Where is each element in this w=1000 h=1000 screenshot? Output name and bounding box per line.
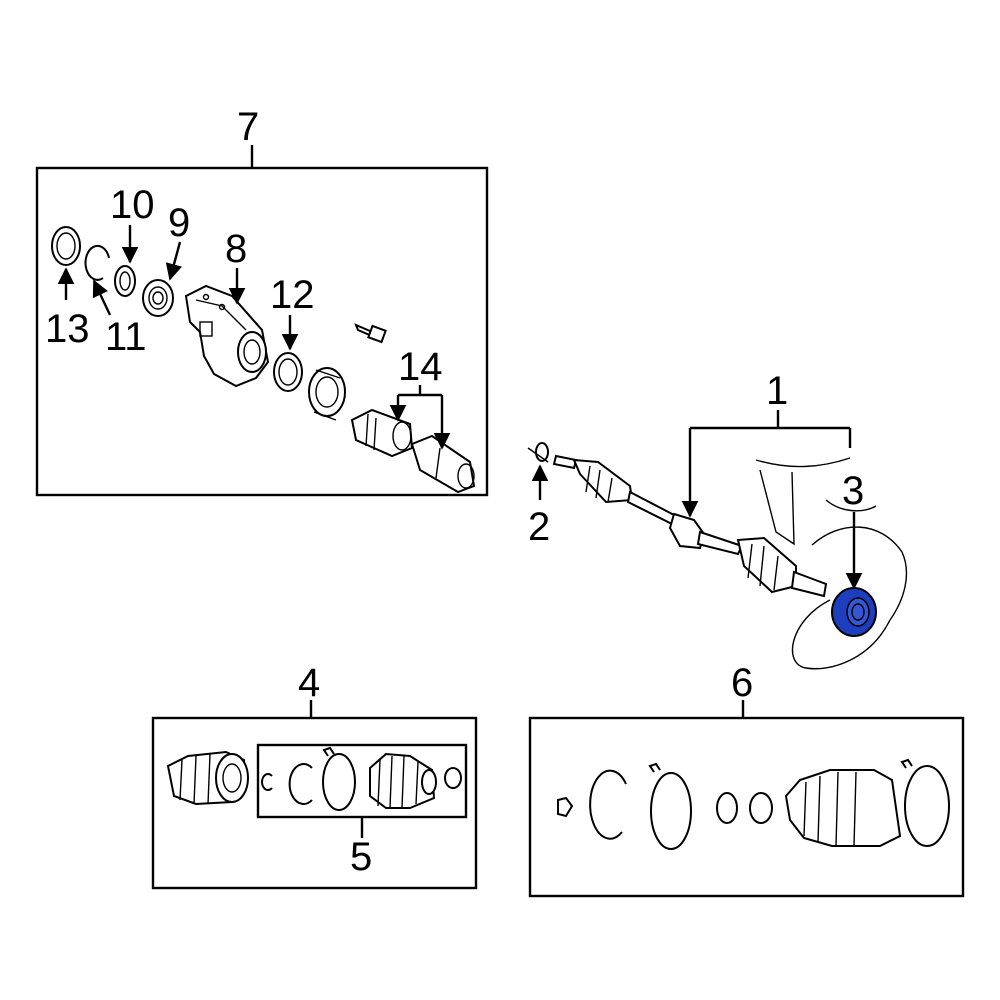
callout-6[interactable]: 6 xyxy=(731,661,753,705)
leader-9 xyxy=(165,241,183,281)
outer-joint-4[interactable] xyxy=(166,750,249,806)
group-box-5 xyxy=(256,743,468,838)
axle-shaft-1[interactable] xyxy=(552,454,828,598)
group-box-7 xyxy=(35,145,489,497)
circlip-10[interactable] xyxy=(114,265,136,297)
ring-12[interactable] xyxy=(273,352,303,392)
callout-8[interactable]: 8 xyxy=(225,227,247,271)
callout-1[interactable]: 1 xyxy=(766,369,788,413)
callout-12[interactable]: 12 xyxy=(270,273,315,317)
callout-9[interactable]: 9 xyxy=(168,201,190,245)
snap-ring-11[interactable] xyxy=(84,244,110,281)
callout-13[interactable]: 13 xyxy=(45,307,90,351)
leader-1 xyxy=(681,410,852,518)
callout-2[interactable]: 2 xyxy=(528,505,550,549)
bolt[interactable] xyxy=(354,323,387,344)
leader-11 xyxy=(92,279,112,316)
callout-5[interactable]: 5 xyxy=(350,835,372,879)
callout-4[interactable]: 4 xyxy=(298,661,320,705)
callout-10[interactable]: 10 xyxy=(110,183,155,227)
inner-shaft-14a[interactable] xyxy=(350,408,414,458)
knuckle-rotor xyxy=(755,457,908,670)
clip-2[interactable] xyxy=(527,442,549,463)
callout-3[interactable]: 3 xyxy=(842,469,864,513)
hub-bearing-3[interactable] xyxy=(831,587,877,637)
boot-kit-6[interactable] xyxy=(557,758,950,850)
group-box-4 xyxy=(151,700,478,890)
boot-kit-5[interactable] xyxy=(261,746,462,811)
group-box-6 xyxy=(528,700,965,898)
bracket-housing-8[interactable] xyxy=(184,284,270,388)
callout-11[interactable]: 11 xyxy=(105,315,147,359)
leader-14 xyxy=(389,385,451,450)
callout-14[interactable]: 14 xyxy=(398,345,443,389)
inner-shaft-14b[interactable] xyxy=(410,434,476,494)
cage-retainer[interactable] xyxy=(308,367,346,421)
seal-ring-13[interactable] xyxy=(51,226,81,266)
callout-7[interactable]: 7 xyxy=(237,105,259,149)
bearing-9[interactable] xyxy=(142,279,174,317)
